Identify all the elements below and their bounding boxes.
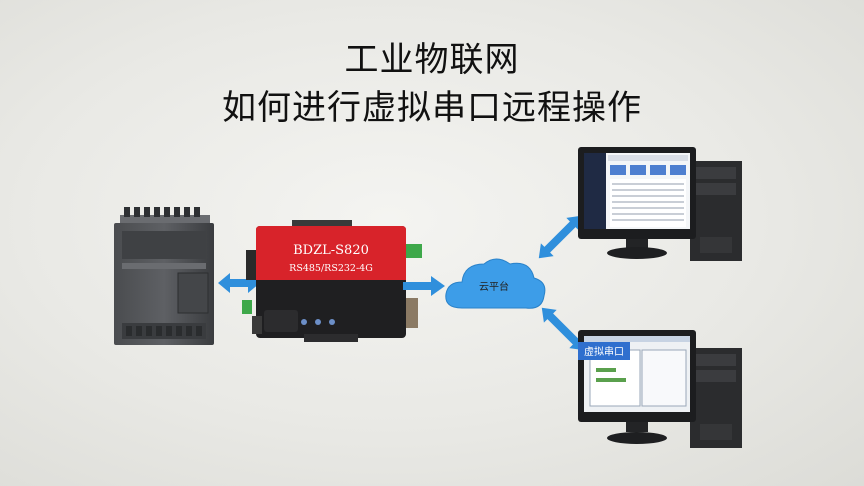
title-line-2: 如何进行虚拟串口远程操作 [222,88,642,128]
cloud-platform: 云平台 [445,258,546,309]
computer-bottom: 虚拟串口 [578,330,742,448]
device-cloud-arrow [403,276,445,296]
plc-module [114,207,214,345]
title-line-1: 工业物联网 [344,40,520,80]
cloud-bottom-computer-arrow [541,307,585,351]
cloud-top-computer-arrow [538,215,582,259]
device-interface-label: RS485/RS232-4G [289,263,373,274]
device-model-label: BDZL-S820 [293,243,369,258]
virtual-serial-label: 虚拟串口 [584,345,624,358]
gateway-device: BDZL-S820 RS485/RS232-4G [242,220,422,342]
computer-top [578,147,742,261]
cloud-label: 云平台 [479,280,509,293]
